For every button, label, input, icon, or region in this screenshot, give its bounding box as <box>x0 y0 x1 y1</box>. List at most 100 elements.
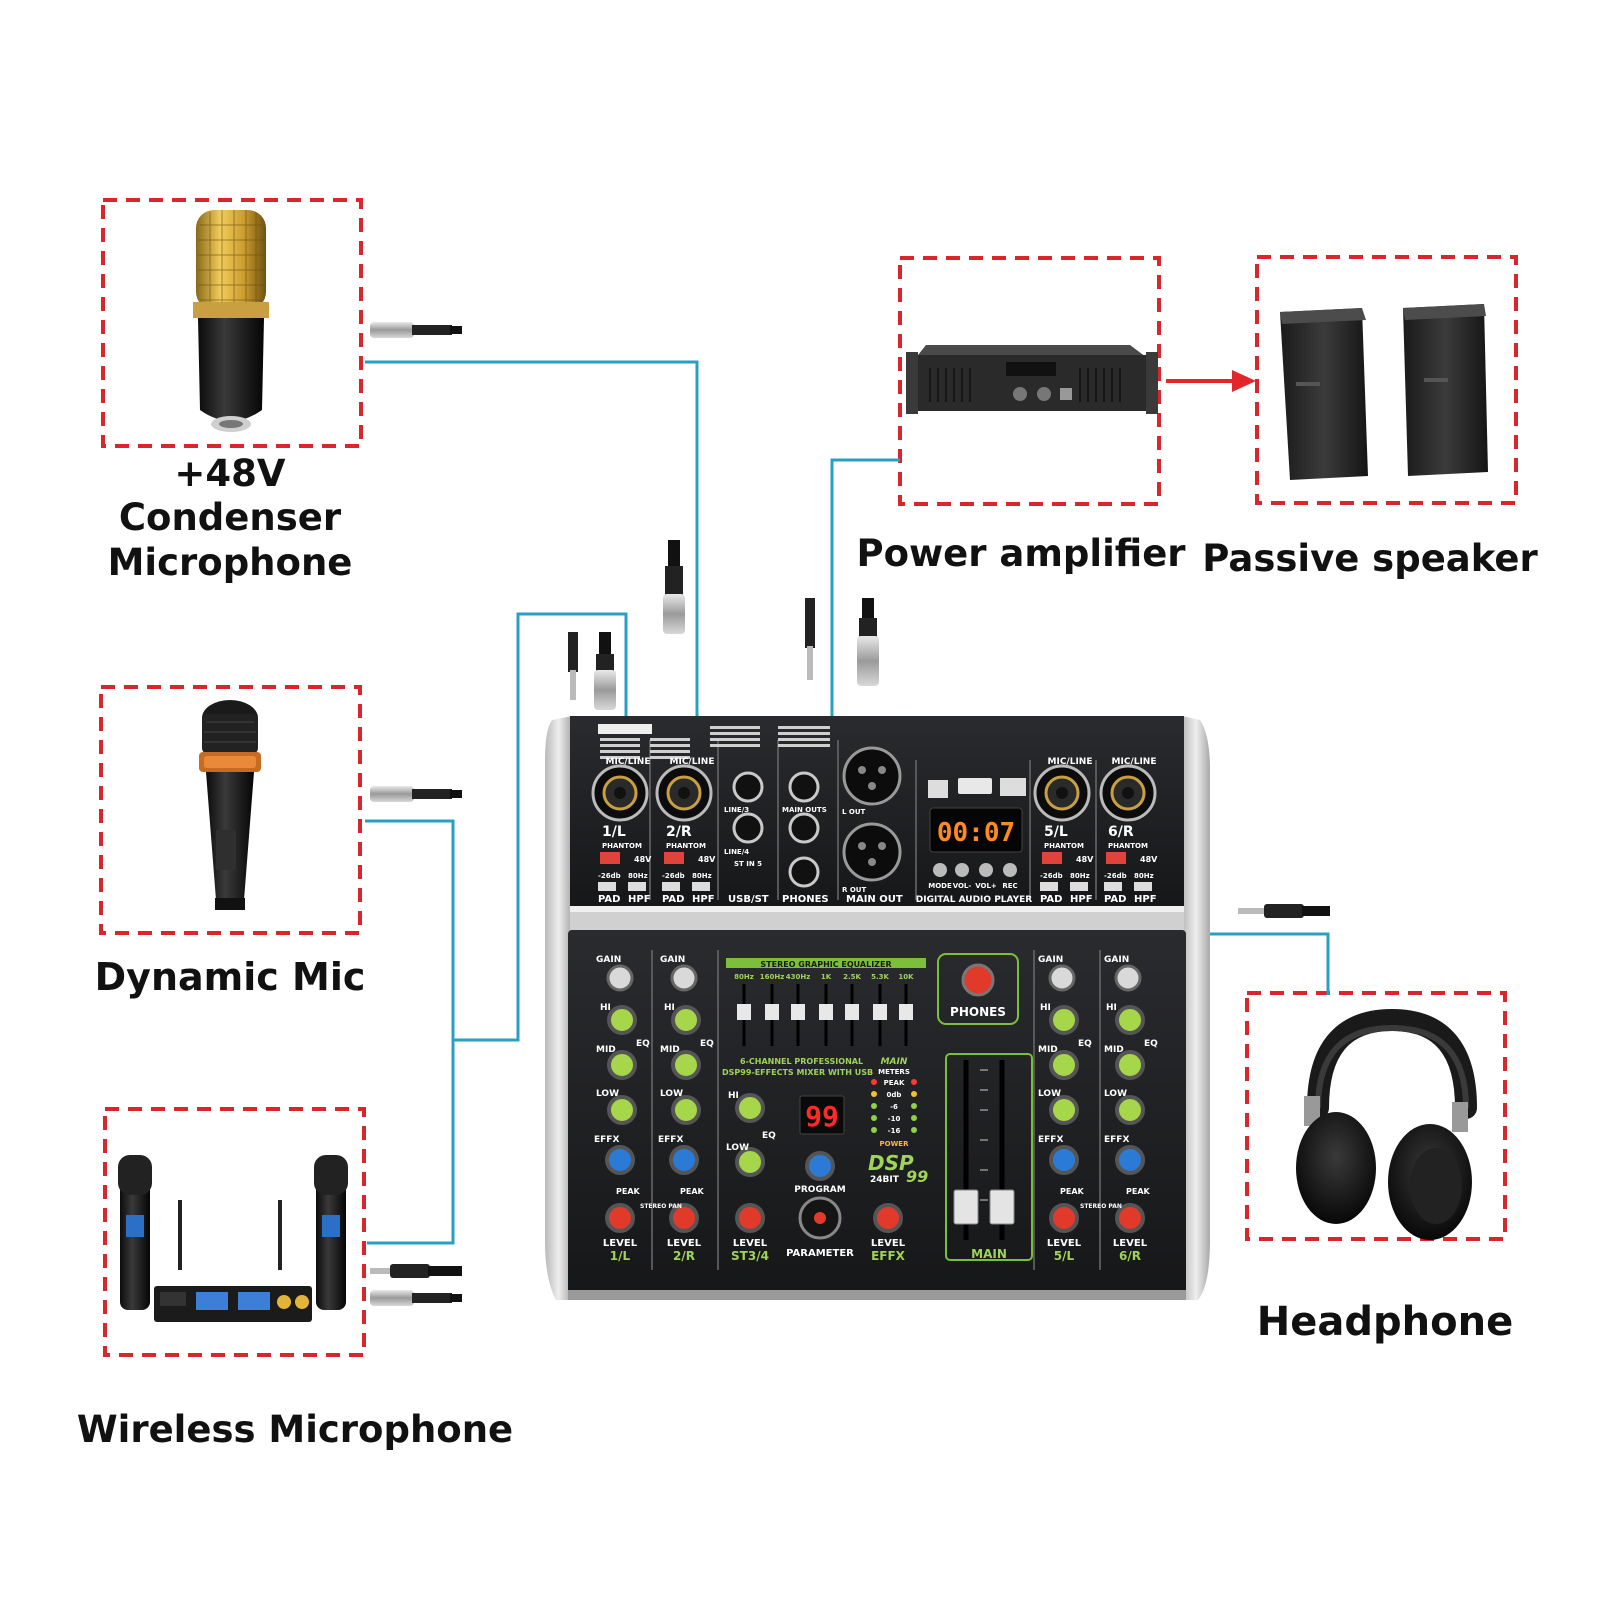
combo-jack-2[interactable] <box>655 764 713 822</box>
channel-label-5: 5/L <box>1044 824 1068 840</box>
player-mode-button[interactable] <box>933 863 947 877</box>
hi-label-5: HI <box>1040 1003 1051 1013</box>
low-label-2: LOW <box>660 1089 683 1099</box>
main-out-xlr[interactable] <box>842 746 902 882</box>
phantom-label-2: PHANTOM <box>666 842 706 850</box>
wireless-frame <box>103 1107 366 1357</box>
cable-dynamic <box>365 612 628 1042</box>
speaker-caption: Passive speaker <box>1202 537 1538 580</box>
hpf-label-2: HPF <box>692 894 715 905</box>
strip-name-effx: EFFX <box>871 1249 906 1263</box>
condenser-caption: +48V Condenser Microphone <box>80 452 380 585</box>
hi-label-2: HI <box>664 1003 675 1013</box>
usb-st-label: USB/ST <box>728 894 769 905</box>
low-label-st: LOW <box>726 1143 749 1153</box>
phantom-switches[interactable] <box>600 852 1126 864</box>
pad-value-2: -26db <box>662 872 685 880</box>
pad-label-1: PAD <box>598 894 620 905</box>
effx-label-5: EFFX <box>1038 1135 1063 1145</box>
player-rec-label: REC <box>1002 882 1017 890</box>
line-jacks[interactable] <box>732 771 820 888</box>
player-mode-label: MODE <box>928 882 952 890</box>
eq-label-st: EQ <box>762 1131 776 1141</box>
phones-control: PHONES <box>937 953 1019 1025</box>
device-frames <box>99 198 1518 1357</box>
hpf-label-5: HPF <box>1070 894 1093 905</box>
eq-slider-6[interactable] <box>873 1004 887 1020</box>
eq-slider-7[interactable] <box>899 1004 913 1020</box>
player-vol-down-button[interactable] <box>955 863 969 877</box>
eq-slider-5[interactable] <box>845 1004 859 1020</box>
channel-strip-knobs[interactable] <box>605 964 1145 1240</box>
player-rec-button[interactable] <box>1003 863 1017 877</box>
xlr-connector-vertical-1 <box>663 540 685 634</box>
xlr-connector-vertical-3 <box>857 598 879 686</box>
line3-label: LINE/3 <box>724 806 749 814</box>
wireless-caption: Wireless Microphone <box>76 1408 514 1451</box>
jack-label-5: MIC/LINE <box>1048 757 1093 767</box>
pad-hpf-switches[interactable] <box>598 882 1152 891</box>
phantom-label-1: PHANTOM <box>602 842 642 850</box>
speaker-frame <box>1255 255 1518 505</box>
eq-slider-4[interactable] <box>819 1004 833 1020</box>
dsp-logo: DSP 24BIT 99 <box>868 1151 928 1186</box>
cable-condenser <box>365 360 699 716</box>
combo-jack-5[interactable] <box>1033 764 1091 822</box>
eq-label-1: EQ <box>636 1039 650 1049</box>
level-label-effx: LEVEL <box>871 1238 906 1249</box>
combo-jack-6[interactable] <box>1099 764 1157 822</box>
headphone-image <box>1296 1008 1477 1240</box>
mid-label-5: MID <box>1038 1045 1058 1055</box>
dsp-bits: 24BIT <box>870 1175 900 1185</box>
eq-slider-2[interactable] <box>765 1004 779 1020</box>
eq-slider-1[interactable] <box>737 1004 751 1020</box>
dsp-number: 99 <box>906 1167 928 1186</box>
main-fader-right[interactable] <box>989 1189 1015 1225</box>
meters-label: METERS <box>878 1068 910 1076</box>
peak-label-5: PEAK <box>1060 1187 1085 1196</box>
hi-label-st: HI <box>728 1091 739 1101</box>
player-vol-up-button[interactable] <box>979 863 993 877</box>
main-out-label: MAIN OUT <box>846 894 903 905</box>
eq-band-label-4: 1K <box>821 973 832 981</box>
dynamic-microphone-image <box>199 700 261 910</box>
jack-connector-headphone <box>1238 904 1330 918</box>
eq-label-2: EQ <box>700 1039 714 1049</box>
power-amplifier-image <box>906 345 1158 414</box>
phones-knob[interactable] <box>961 963 995 997</box>
phantom-label-6: PHANTOM <box>1108 842 1148 850</box>
dynamic-caption: Dynamic Mic <box>94 955 366 999</box>
eq-band-label-5: 2.5K <box>843 973 861 981</box>
v48-label-6: 48V <box>1140 855 1158 864</box>
gain-label-5: GAIN <box>1038 955 1063 965</box>
strip-name-6: 6/R <box>1119 1249 1141 1263</box>
strip-name-1: 1/L <box>610 1249 631 1263</box>
xlr-connector-wireless <box>370 1290 462 1306</box>
eq-slider-3[interactable] <box>791 1004 805 1020</box>
level-label-2: LEVEL <box>667 1238 702 1249</box>
main-fader-left[interactable] <box>953 1189 979 1225</box>
phones-jack-label: PHONES <box>782 894 829 905</box>
passive-speakers-image <box>1280 304 1488 480</box>
cable-wireless <box>367 1040 455 1245</box>
gain-label-2: GAIN <box>660 955 685 965</box>
parameter-label: PARAMETER <box>786 1248 854 1259</box>
hi-label-1: HI <box>600 1003 611 1013</box>
l-out-label: L OUT <box>842 808 866 816</box>
xlr-connector-dynamic <box>370 786 462 802</box>
effect-display: 99 PROGRAM PARAMETER <box>786 1095 854 1259</box>
meter-level-0db: 0db <box>887 1091 902 1099</box>
pad-label-2: PAD <box>662 894 684 905</box>
st-in-label: ST IN 5 <box>734 860 762 868</box>
condenser-caption-line-3: Microphone <box>107 540 353 584</box>
jack-connector-vertical-1 <box>568 632 578 700</box>
mid-label-2: MID <box>660 1045 680 1055</box>
stereo-pan-label-left: STEREO PAN <box>640 1203 682 1210</box>
main-faders: MAIN <box>945 1053 1033 1261</box>
combo-jack-1[interactable] <box>591 764 649 822</box>
level-label-5: LEVEL <box>1047 1238 1082 1249</box>
gain-label-6: GAIN <box>1104 955 1129 965</box>
program-label: PROGRAM <box>794 1185 845 1195</box>
hpf-value-6: 80Hz <box>1134 872 1154 880</box>
hi-label-6: HI <box>1106 1003 1117 1013</box>
